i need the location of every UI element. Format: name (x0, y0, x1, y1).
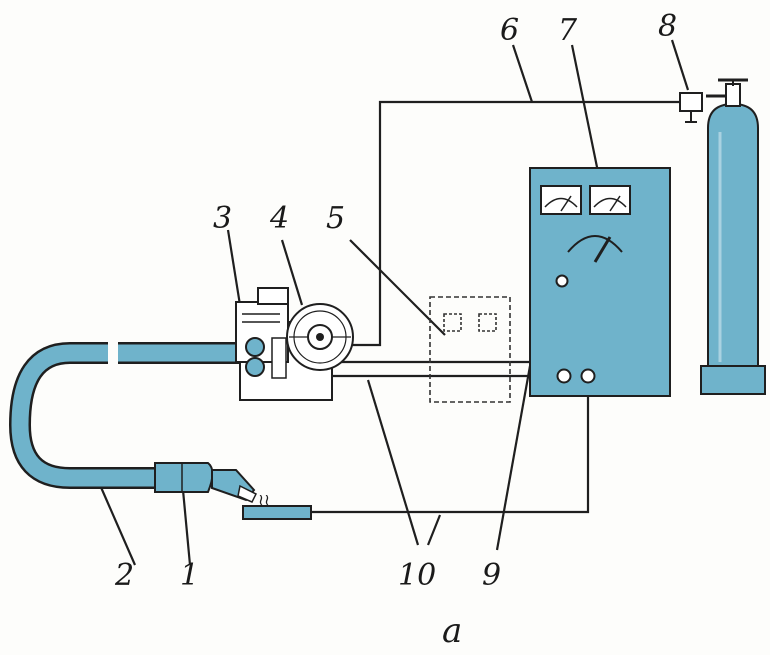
meter-left (540, 185, 582, 215)
label-1: 1 (180, 558, 199, 593)
gas-cylinder (700, 78, 766, 395)
label-7: 7 (558, 13, 578, 48)
welding-torch-1 (154, 462, 258, 503)
control-box-window-left (443, 313, 462, 332)
dial-needle (593, 236, 612, 263)
cylinder-base (700, 365, 766, 395)
meter-right (589, 185, 631, 215)
label-9: 9 (482, 558, 501, 593)
leader-10b (426, 514, 442, 546)
gas-reducer-8 (679, 92, 703, 123)
output-terminal-left (556, 368, 572, 384)
wires (98, 39, 690, 566)
leader-7 (570, 44, 600, 173)
label-8: 8 (658, 9, 677, 44)
label-5: 5 (326, 201, 345, 236)
label-6: 6 (500, 13, 519, 48)
leader-1 (181, 489, 192, 566)
leader-5 (349, 239, 446, 336)
label-10: 10 (398, 558, 436, 593)
control-terminal (555, 274, 569, 288)
leader-8 (670, 39, 690, 91)
label-3: 3 (213, 201, 232, 236)
leader-10a (366, 379, 420, 546)
wire-feeder-3 (235, 287, 333, 401)
workpiece (242, 505, 312, 520)
torch-tip (237, 484, 258, 503)
leader-9 (495, 365, 532, 551)
return-cable (310, 376, 590, 514)
caption: a (442, 611, 462, 651)
cylinder-valve (725, 83, 741, 107)
label-2: 2 (114, 558, 134, 593)
feed-roller-bottom (245, 357, 265, 377)
leader-3 (226, 229, 242, 306)
power-source-7 (529, 167, 671, 397)
control-box-window-right (478, 313, 497, 332)
hose-2 (8, 342, 240, 489)
leader-4 (280, 239, 304, 306)
leader-2 (98, 484, 137, 566)
wire-reel-4 (286, 303, 354, 371)
label-4: 4 (269, 201, 289, 236)
gas-line-6 (340, 100, 680, 347)
dial-gauge (567, 235, 623, 253)
feed-roller-top (245, 337, 265, 357)
arc-mark: ≀≀ (258, 490, 270, 509)
control-box-5 (429, 296, 511, 403)
output-terminal-right (580, 368, 596, 384)
leader-6 (511, 44, 534, 103)
